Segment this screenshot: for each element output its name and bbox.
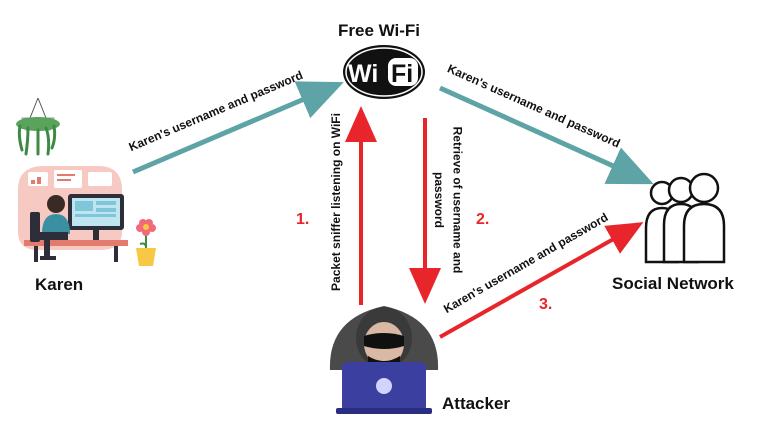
attacker-label: Attacker bbox=[442, 394, 511, 413]
edge-label-retrieve-line2: password bbox=[432, 171, 447, 229]
social-network-label: Social Network bbox=[612, 274, 734, 293]
arrow-wifi-to-social bbox=[438, 85, 654, 185]
arrow-attacker-to-social bbox=[439, 222, 644, 339]
step-2: 2. bbox=[476, 211, 490, 228]
person-at-desk-icon bbox=[16, 97, 128, 262]
step-3: 3. bbox=[539, 296, 553, 313]
people-group-icon bbox=[644, 172, 726, 264]
edge-label-sniffer: Packet sniffer listening on WiFi bbox=[328, 113, 343, 291]
edge-label-retrieve-line1: Retrieve of username and bbox=[450, 126, 465, 274]
wifi-logo-wi: Wi bbox=[348, 60, 378, 88]
wifi-logo-fi: Fi bbox=[391, 60, 413, 88]
wifi-title: Free Wi-Fi bbox=[338, 21, 421, 40]
arrow-karen-to-wifi bbox=[132, 81, 344, 175]
karen-label: Karen bbox=[35, 275, 84, 294]
wifi-logo-icon: Wi Fi bbox=[343, 45, 425, 99]
hooded-hacker-icon bbox=[329, 306, 439, 414]
step-1: 1. bbox=[296, 211, 310, 228]
flower-pot-icon bbox=[136, 219, 156, 266]
